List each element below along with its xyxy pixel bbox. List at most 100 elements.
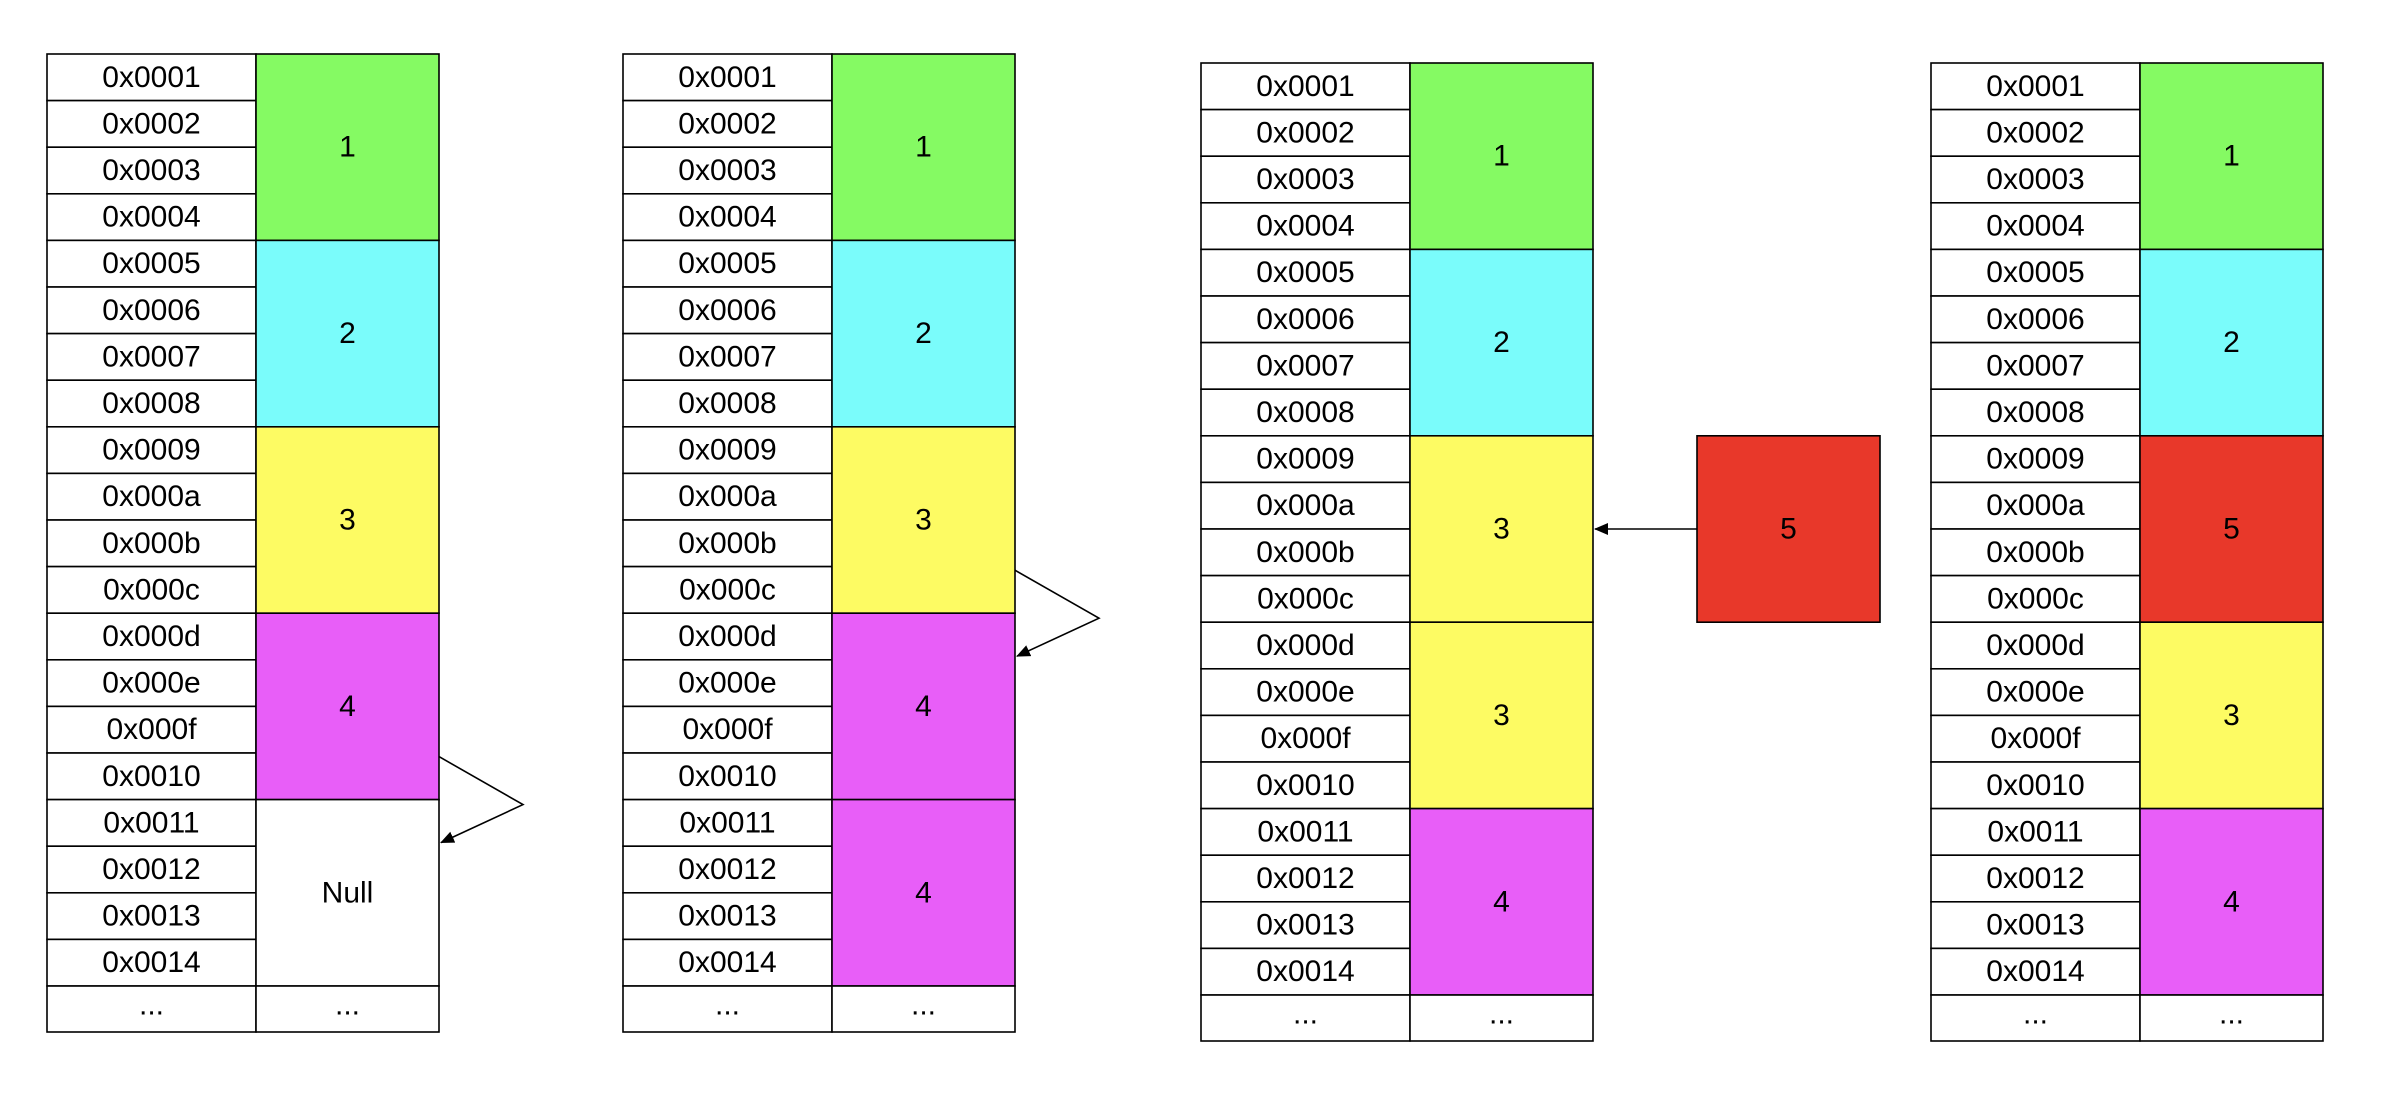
address-label: 0x000d xyxy=(678,620,776,653)
address-label: 0x000b xyxy=(102,527,200,560)
address-label: 0x0001 xyxy=(1986,70,2084,103)
address-label: 0x000b xyxy=(1256,536,1354,569)
block-label: 4 xyxy=(339,690,356,723)
address-label: 0x0014 xyxy=(678,946,776,979)
address-label: 0x0001 xyxy=(102,61,200,94)
address-label: 0x0014 xyxy=(1986,955,2084,988)
address-label: 0x0012 xyxy=(1256,862,1354,895)
address-label: 0x0007 xyxy=(678,340,776,373)
address-cell xyxy=(1200,341,1411,391)
address-cell xyxy=(1930,761,2141,810)
ellipsis-cell xyxy=(1409,994,1594,1042)
address-cell xyxy=(622,612,833,661)
pointer-arrow xyxy=(1014,569,1101,657)
address-cell xyxy=(46,99,257,148)
ellipsis-label: ... xyxy=(911,989,936,1022)
ellipsis-label: ... xyxy=(715,989,740,1022)
address-cell xyxy=(46,146,257,195)
address-label: 0x0002 xyxy=(1986,116,2084,149)
memory-block xyxy=(2139,248,2324,437)
address-cell xyxy=(1200,62,1411,111)
address-label: 0x000e xyxy=(102,667,200,700)
address-cell xyxy=(1930,108,2141,157)
address-label: 0x0005 xyxy=(678,247,776,280)
address-label: 0x0001 xyxy=(678,61,776,94)
address-label: 0x0008 xyxy=(102,387,200,420)
address-cell xyxy=(1200,854,1411,903)
address-cell xyxy=(1200,481,1411,530)
address-label: 0x0001 xyxy=(1256,70,1354,103)
address-label: 0x000f xyxy=(1990,722,2081,755)
address-label: 0x0010 xyxy=(678,760,776,793)
ellipsis-label: ... xyxy=(1489,998,1514,1031)
address-cell xyxy=(46,286,257,335)
address-label: 0x000c xyxy=(679,573,776,606)
ellipsis-label: ... xyxy=(2219,998,2244,1031)
address-label: 0x0002 xyxy=(102,107,200,140)
address-cell xyxy=(1930,900,2141,950)
address-label: 0x0013 xyxy=(102,900,200,933)
address-cell xyxy=(1930,155,2141,204)
address-label: 0x0012 xyxy=(1986,862,2084,895)
memory-block xyxy=(1409,621,1594,810)
block-label: 1 xyxy=(339,131,356,164)
ellipsis-cell xyxy=(2139,994,2324,1042)
address-label: 0x000d xyxy=(102,620,200,653)
address-label: 0x0013 xyxy=(1256,909,1354,942)
address-cell xyxy=(1930,202,2141,251)
memory-table-3: 0x00010x00020x00030x00040x00050x00060x00… xyxy=(1200,62,1594,1042)
address-label: 0x0014 xyxy=(1256,955,1354,988)
address-label: 0x0011 xyxy=(1257,815,1353,848)
address-label: 0x0003 xyxy=(1986,163,2084,196)
address-label: 0x0007 xyxy=(1986,349,2084,382)
memory-block xyxy=(2139,621,2324,810)
address-cell xyxy=(46,565,257,614)
address-label: 0x0005 xyxy=(102,247,200,280)
address-cell xyxy=(46,845,257,894)
address-label: 0x0011 xyxy=(1987,815,2083,848)
insert-block-label: 5 xyxy=(1780,513,1797,546)
block-label: 1 xyxy=(2223,140,2240,173)
block-label: 3 xyxy=(915,504,932,537)
block-label: 4 xyxy=(2223,885,2240,918)
address-label: 0x0014 xyxy=(102,946,200,979)
block-label: 3 xyxy=(339,504,356,537)
address-label: 0x0006 xyxy=(1986,303,2084,336)
memory-block xyxy=(255,239,440,428)
address-cell xyxy=(1930,667,2141,717)
memory-block xyxy=(831,425,1016,614)
address-label: 0x000a xyxy=(1256,489,1355,522)
memory-table-1: 0x00010x00020x00030x00040x00050x00060x00… xyxy=(46,53,525,1033)
address-cell xyxy=(46,891,257,941)
address-cell xyxy=(1200,761,1411,810)
address-label: 0x0008 xyxy=(1256,396,1354,429)
address-cell xyxy=(1200,574,1411,623)
address-cell xyxy=(1200,667,1411,717)
address-cell xyxy=(622,845,833,894)
address-label: 0x0009 xyxy=(678,434,776,467)
address-label: 0x0008 xyxy=(1986,396,2084,429)
address-cell xyxy=(1930,714,2141,763)
memory-table-2: 0x00010x00020x00030x00040x00050x00060x00… xyxy=(622,53,1101,1033)
address-cell xyxy=(622,565,833,614)
memory-block xyxy=(1409,62,1594,251)
address-label: 0x0009 xyxy=(102,434,200,467)
address-cell xyxy=(622,53,833,102)
address-label: 0x000c xyxy=(1257,582,1354,615)
address-label: 0x0012 xyxy=(102,853,200,886)
address-label: 0x0013 xyxy=(1986,909,2084,942)
ellipsis-label: ... xyxy=(1293,998,1318,1031)
address-cell xyxy=(1200,947,1411,996)
memory-block xyxy=(831,53,1016,242)
block-label: 2 xyxy=(339,317,356,350)
address-label: 0x000c xyxy=(1987,582,2084,615)
block-label: 1 xyxy=(1493,140,1510,173)
address-label: 0x0011 xyxy=(103,806,199,839)
insert-block-group: 5 xyxy=(1594,434,1881,623)
address-label: 0x0010 xyxy=(1986,769,2084,802)
address-cell xyxy=(622,891,833,941)
address-cell xyxy=(1930,807,2141,856)
address-label: 0x000e xyxy=(678,667,776,700)
block-label: 2 xyxy=(1493,326,1510,359)
